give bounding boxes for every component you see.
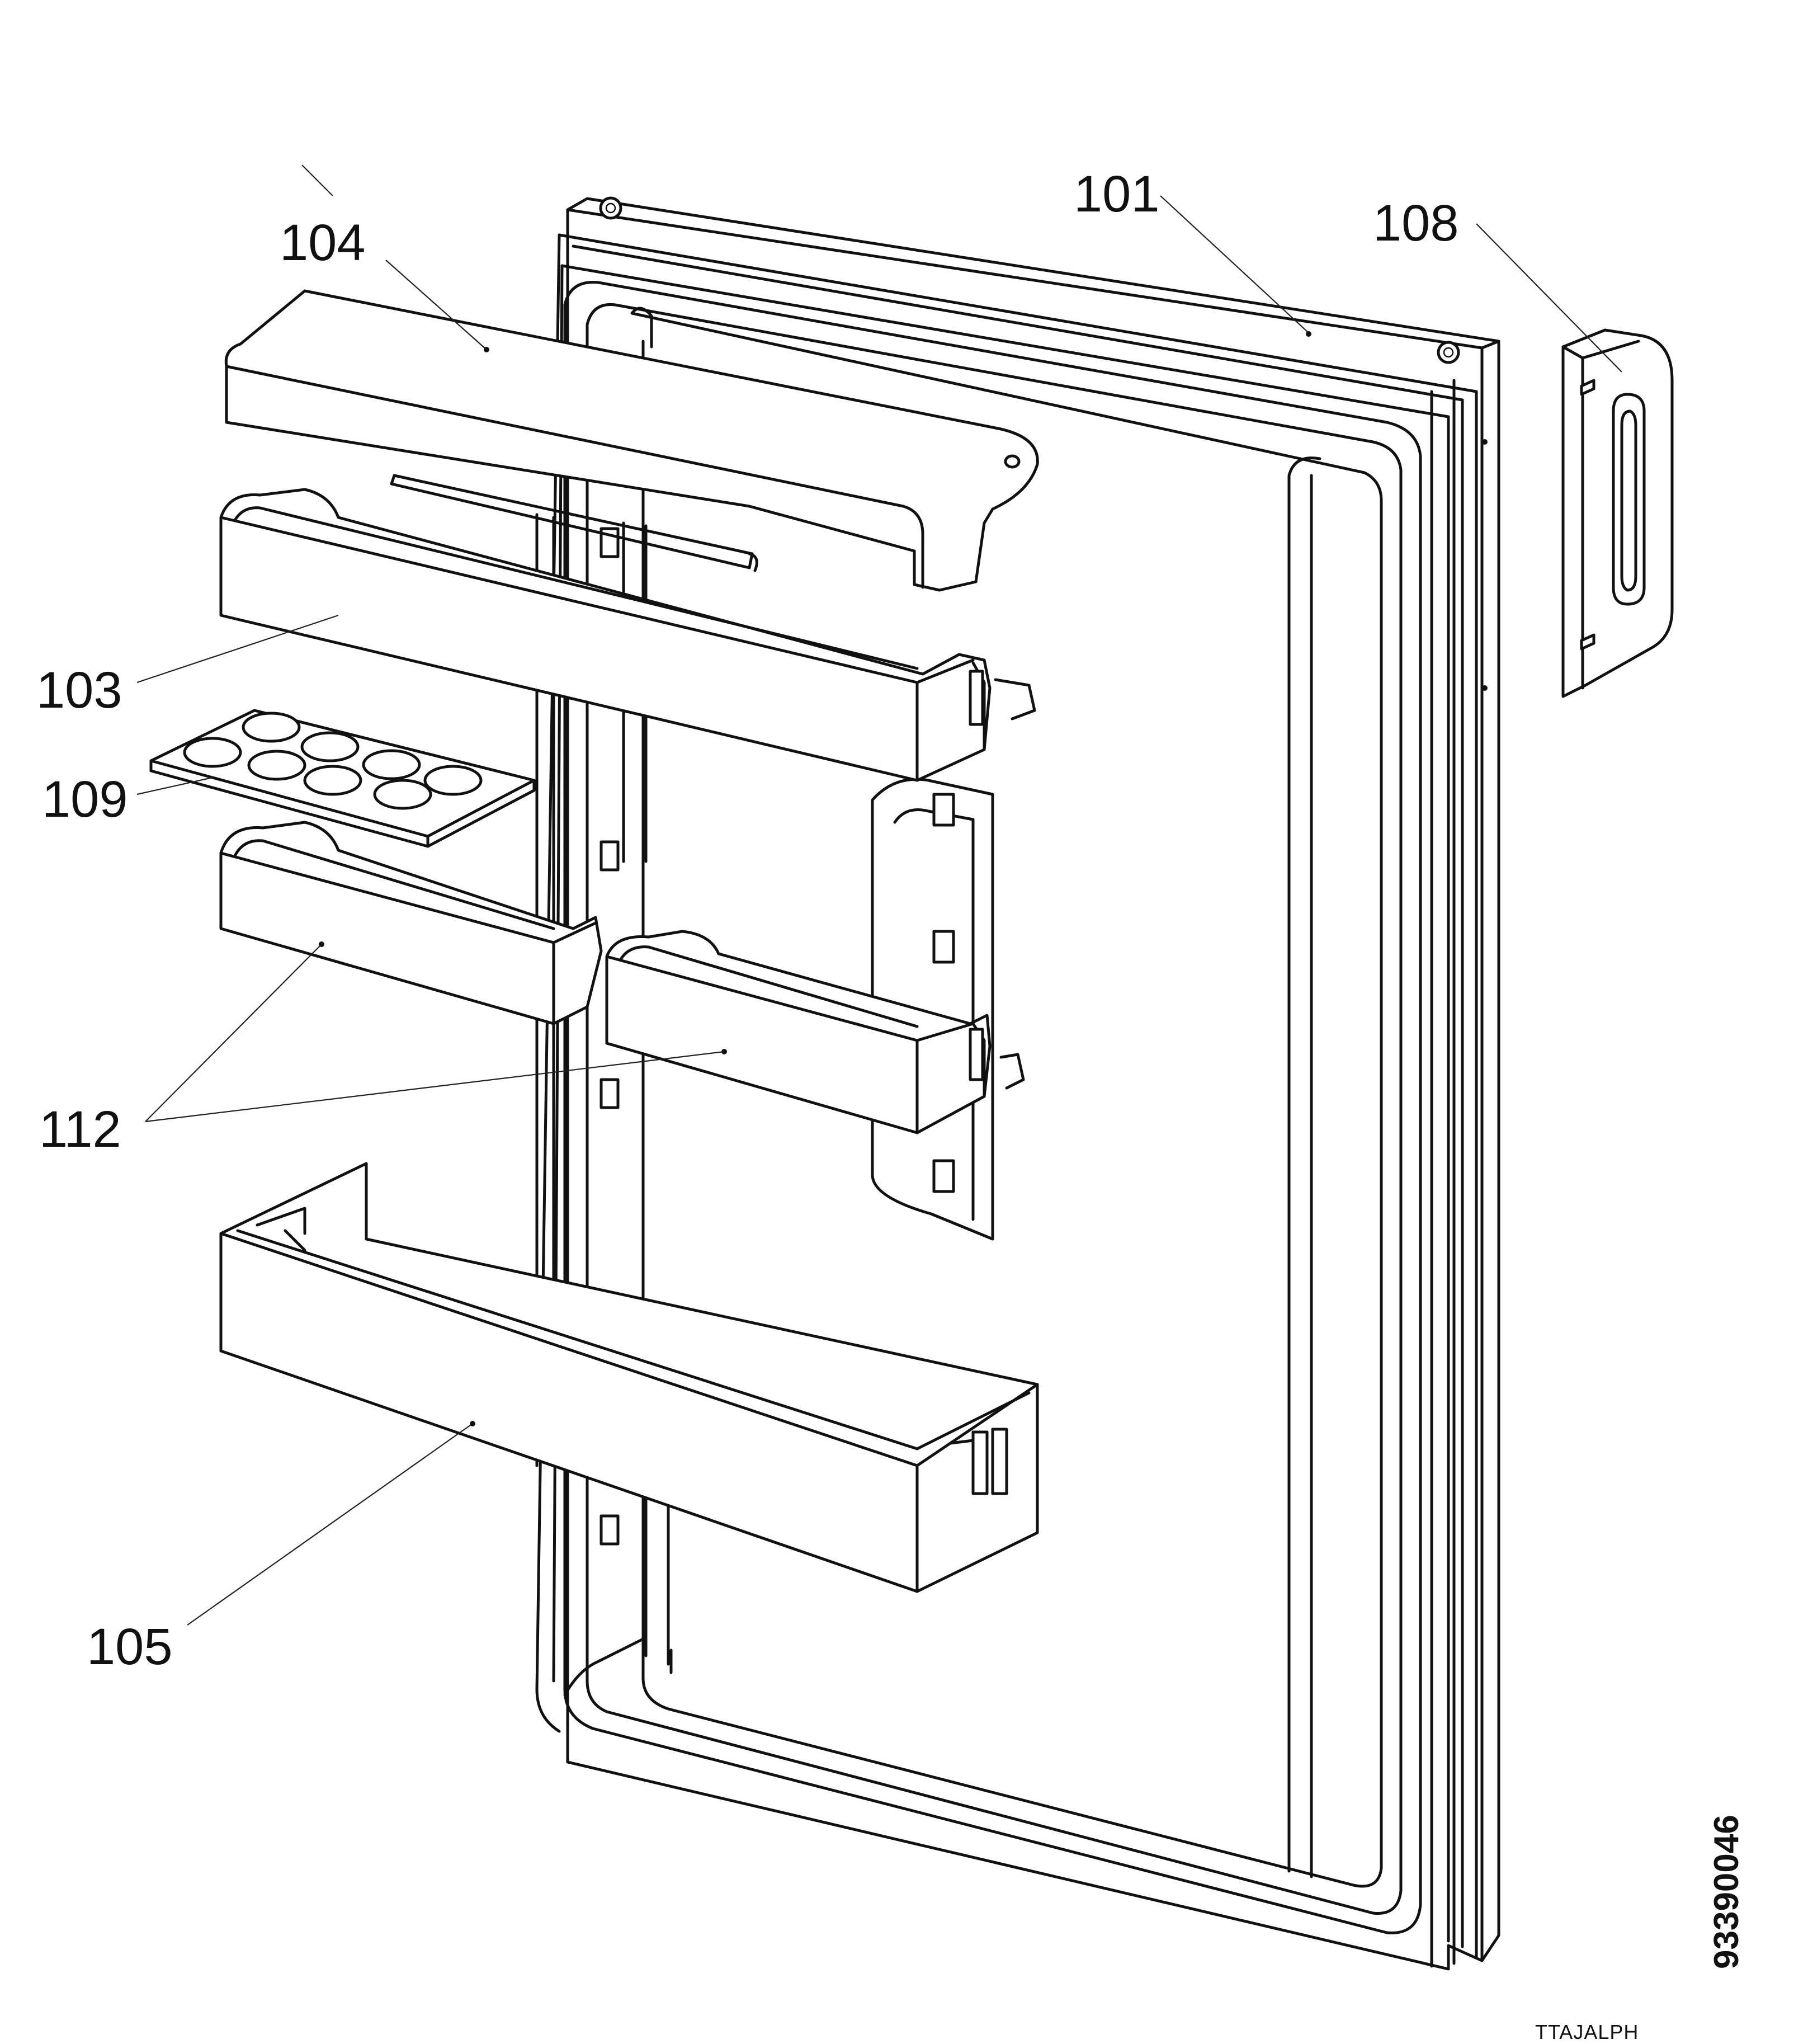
- small-shelf-right: [605, 930, 1025, 1134]
- small-shelf-left: [219, 821, 603, 1025]
- callout-labels: 101 104 108 103 109 112 105: [36, 166, 1459, 1675]
- egg-tray: [149, 709, 536, 848]
- upper-shelf: [219, 488, 1036, 782]
- leader-109: [136, 776, 213, 795]
- leader-101: [1160, 195, 1309, 333]
- callout-104: 104: [280, 214, 366, 271]
- leader-104: [385, 260, 487, 350]
- leader-112-a: [145, 944, 322, 1122]
- callout-101: 101: [1074, 166, 1160, 223]
- egg-holes: [183, 712, 483, 810]
- callout-105: 105: [87, 1618, 173, 1675]
- callout-103: 103: [36, 662, 122, 719]
- egg-rack-cover: [224, 289, 1039, 592]
- drawing-number: 93390046: [1707, 1815, 1746, 1969]
- callout-108: 108: [1373, 195, 1459, 252]
- callout-109: 109: [42, 771, 128, 828]
- leader-lines: [136, 164, 1622, 1626]
- stray-mark: [301, 164, 333, 196]
- hinge-plate: [1561, 328, 1674, 698]
- leader-103: [136, 614, 339, 684]
- callout-112: 112: [39, 1101, 121, 1158]
- bottle-shelf: [219, 1162, 1039, 1593]
- leader-105: [187, 1423, 473, 1626]
- leader-112-b: [145, 1051, 725, 1123]
- leader-108: [1476, 223, 1622, 373]
- model-code: TTAJALPH: [1535, 2021, 1639, 2043]
